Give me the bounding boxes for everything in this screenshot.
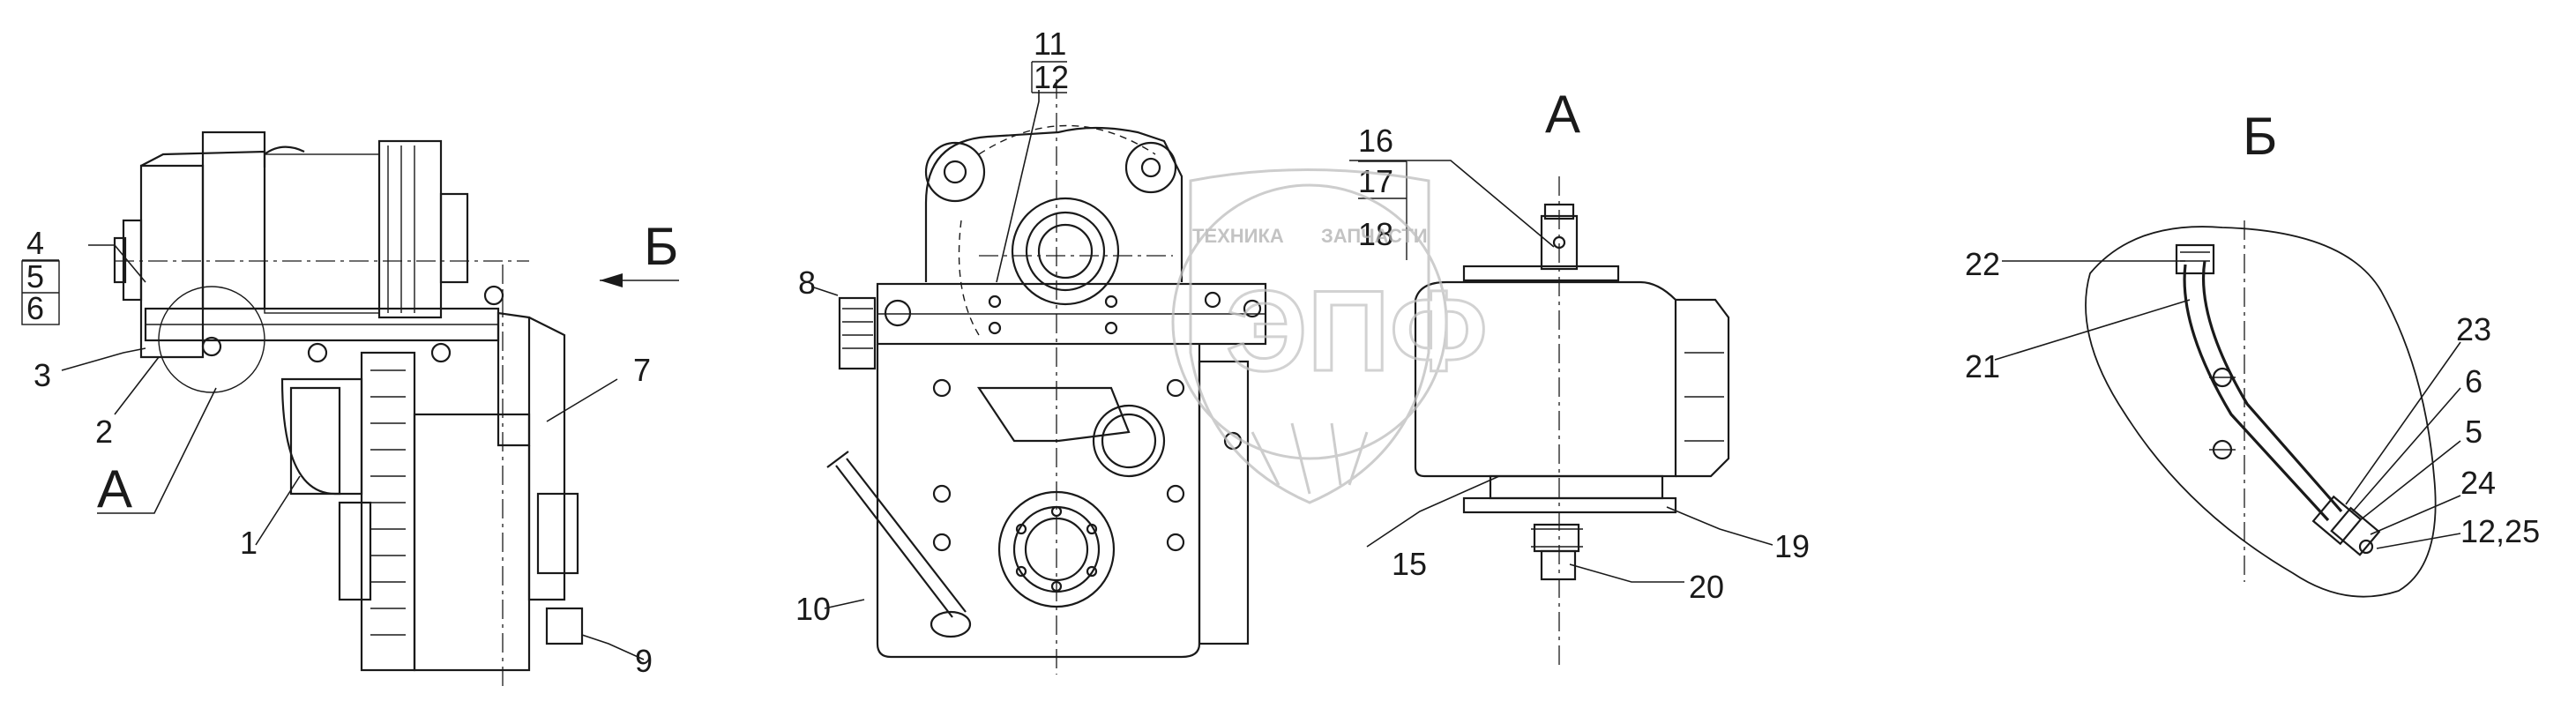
view-a-label-15: 15	[1392, 546, 1427, 582]
view-b-label-6: 6	[2465, 363, 2483, 399]
view-a-label-20: 20	[1689, 569, 1724, 605]
watermark-text-right: ЗАПЧАСТИ	[1321, 225, 1428, 247]
view-b-title: Б	[2243, 107, 2277, 166]
view-a-label-16: 16	[1358, 123, 1393, 159]
front-label-11: 11	[1034, 26, 1066, 62]
side-label-6: 6	[26, 290, 44, 326]
view-a-mark: А	[97, 459, 132, 518]
view-a-label-18: 18	[1358, 216, 1393, 252]
side-view: 4 5 6 3 2 1 7 9 А Б	[21, 131, 679, 688]
side-label-9: 9	[635, 643, 653, 679]
front-label-10: 10	[795, 591, 831, 627]
watermark-text-left: ТЕХНИКА	[1192, 225, 1284, 247]
view-a-title: А	[1545, 85, 1580, 144]
front-label-8: 8	[798, 265, 816, 301]
side-label-3: 3	[34, 357, 51, 393]
view-b-label-22: 22	[1965, 246, 2000, 282]
view-a-label-19: 19	[1774, 528, 1810, 564]
side-label-2: 2	[95, 414, 113, 450]
front-view: 11 12 8 10	[795, 26, 1267, 675]
view-b-label-12-25: 12,25	[2460, 513, 2540, 549]
side-label-1: 1	[240, 525, 258, 561]
view-b-label-21: 21	[1965, 348, 2000, 384]
side-label-7: 7	[633, 352, 651, 388]
side-label-4: 4	[26, 225, 44, 261]
watermark-letters: ЭПФ	[1226, 266, 1488, 395]
view-b-label-5: 5	[2465, 414, 2483, 450]
view-b-label-23: 23	[2456, 311, 2491, 347]
front-label-12: 12	[1034, 59, 1069, 95]
view-b-mark: Б	[644, 217, 678, 276]
view-b: Б 22 21 23 6 5 24 12,25	[1965, 107, 2540, 598]
view-b-label-24: 24	[2460, 465, 2496, 501]
side-label-5: 5	[26, 258, 44, 295]
watermark-logo: ТЕХНИКА ЗАПЧАСТИ ЭПФ	[1171, 168, 1489, 504]
view-a-label-17: 17	[1358, 163, 1393, 199]
